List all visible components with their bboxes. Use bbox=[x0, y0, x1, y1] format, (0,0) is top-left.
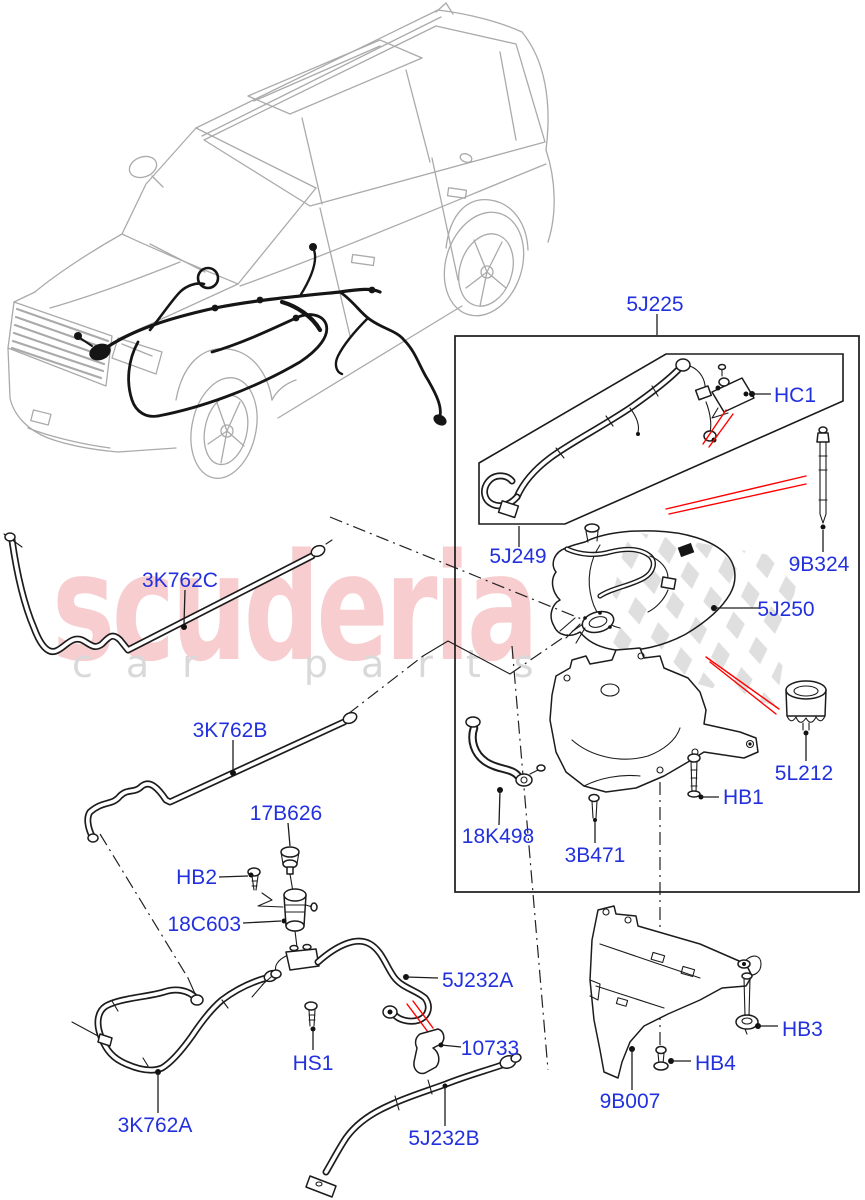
part-label-10733[interactable]: 10733 bbox=[461, 1037, 519, 1060]
part-label-HB2[interactable]: HB2 bbox=[176, 866, 217, 889]
part-label-18K498[interactable]: 18K498 bbox=[462, 825, 534, 848]
part-HB4-drawing bbox=[653, 1045, 691, 1071]
part-label-5J250[interactable]: 5J250 bbox=[757, 598, 814, 621]
part-HB2-drawing bbox=[218, 867, 284, 908]
part-9B324-drawing bbox=[665, 426, 830, 552]
part-3K762C-drawing bbox=[3, 532, 333, 655]
part-label-HB1[interactable]: HB1 bbox=[723, 786, 764, 809]
part-label-9B007[interactable]: 9B007 bbox=[600, 1090, 661, 1113]
part-label-3K762B[interactable]: 3K762B bbox=[193, 719, 268, 742]
part-label-5J232B[interactable]: 5J232B bbox=[408, 1127, 479, 1150]
part-5J232A-drawing bbox=[314, 937, 439, 1033]
tank-mounting-bracket-drawing bbox=[549, 647, 759, 793]
part-18K498-drawing bbox=[465, 716, 546, 826]
part-HS1-drawing bbox=[304, 1001, 318, 1050]
watermark-brand: scuderia bbox=[52, 522, 539, 694]
part-3K762A-drawing bbox=[71, 969, 279, 1113]
part-3K762B-drawing bbox=[84, 711, 358, 843]
part-10733-drawing bbox=[413, 1028, 462, 1075]
part-label-5J232A[interactable]: 5J232A bbox=[442, 969, 513, 992]
part-label-HC1[interactable]: HC1 bbox=[774, 384, 816, 407]
part-9B007-drawing bbox=[589, 905, 762, 1090]
part-5J232B-drawing bbox=[305, 1053, 522, 1198]
part-label-3K762A[interactable]: 3K762A bbox=[118, 1114, 193, 1137]
part-5J249-drawing bbox=[481, 358, 717, 547]
tee-junction-drawing bbox=[251, 943, 320, 998]
part-label-5L212[interactable]: 5L212 bbox=[775, 762, 833, 785]
part-label-9B324[interactable]: 9B324 bbox=[789, 553, 850, 576]
part-5L212-drawing bbox=[705, 656, 827, 761]
vehicle-outline-drawing bbox=[7, 2, 555, 479]
part-label-5J225[interactable]: 5J225 bbox=[626, 293, 683, 316]
part-17B626-drawing bbox=[280, 822, 300, 893]
part-label-HB4[interactable]: HB4 bbox=[695, 1052, 736, 1075]
part-3B471-drawing bbox=[588, 793, 600, 843]
part-HC1-drawing bbox=[702, 363, 771, 448]
part-label-HS1[interactable]: HS1 bbox=[293, 1052, 334, 1075]
part-label-18C603[interactable]: 18C603 bbox=[167, 913, 241, 936]
part-label-HB3[interactable]: HB3 bbox=[782, 1018, 823, 1041]
wiring-harness-drawing bbox=[74, 243, 447, 426]
part-HB1-drawing bbox=[687, 753, 719, 800]
part-label-3B471[interactable]: 3B471 bbox=[565, 844, 626, 867]
kit-box-5J225 bbox=[454, 314, 860, 893]
part-18C603-drawing bbox=[242, 888, 318, 948]
part-HB3-drawing bbox=[735, 972, 778, 1035]
watermark-tagline: car parts bbox=[72, 642, 567, 686]
part-label-3K762C[interactable]: 3K762C bbox=[142, 569, 218, 592]
part-label-5J249[interactable]: 5J249 bbox=[489, 545, 546, 568]
part-label-17B626[interactable]: 17B626 bbox=[250, 802, 322, 825]
